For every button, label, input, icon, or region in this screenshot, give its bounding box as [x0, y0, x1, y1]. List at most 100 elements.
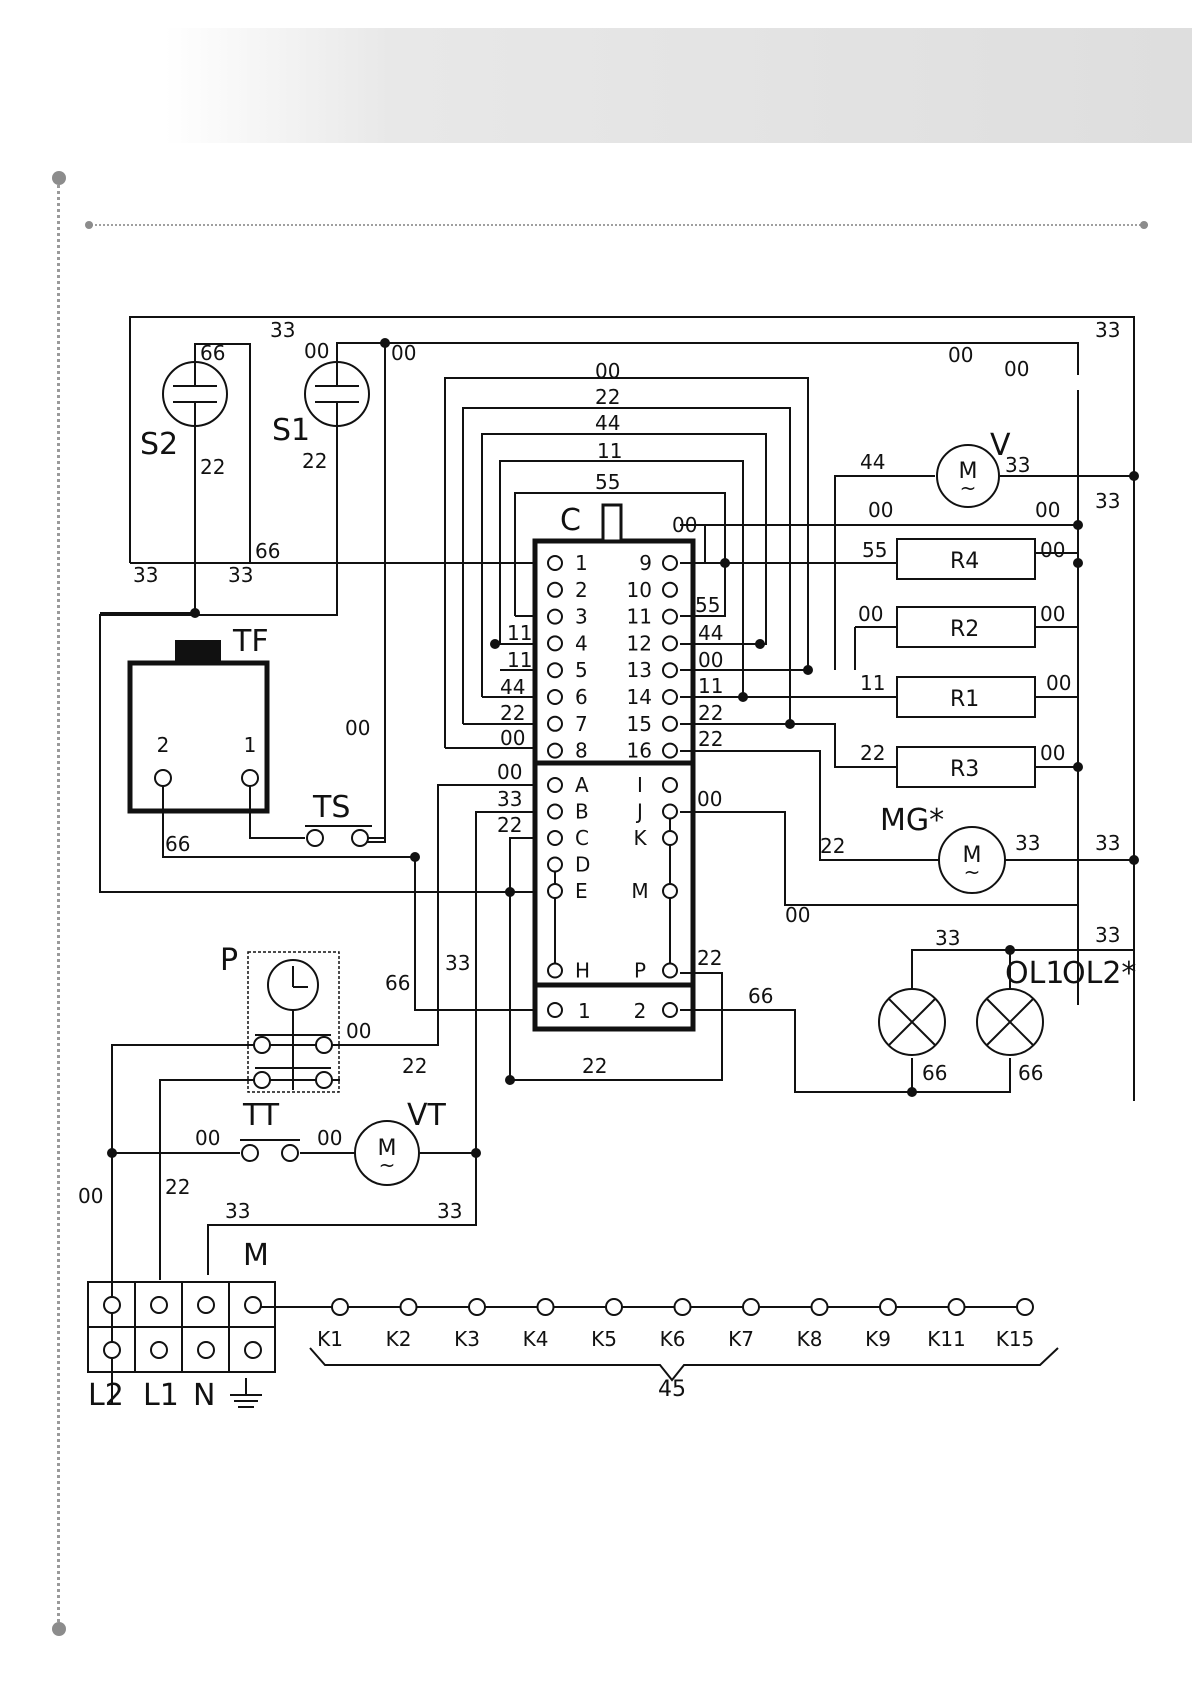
controller-pin-terminal: [662, 1002, 678, 1018]
controller-pin-label: 10: [627, 578, 652, 602]
wire-code: 00: [948, 343, 973, 367]
motor-symbols: M M M: [378, 459, 982, 1161]
rail-dot-top: [52, 171, 66, 185]
controller-pin-label: 6: [575, 685, 588, 709]
timer-p: [247, 951, 340, 1093]
controller-pin-terminal: [662, 830, 678, 846]
controller-pin-label: 1: [575, 551, 588, 575]
wire-code: 00: [858, 602, 883, 626]
lamp-ol1: [878, 988, 946, 1056]
label-r1: R1: [950, 687, 979, 712]
switch-ts: [305, 825, 385, 847]
label-r4: R4: [950, 549, 979, 574]
motor-mg: [938, 826, 1006, 894]
k-contact-label: K5: [591, 1327, 617, 1351]
k-contact-terminal: [399, 1298, 418, 1316]
wire-code: 00: [195, 1126, 220, 1150]
wire-code: 44: [500, 675, 525, 699]
rule-dot-left: [85, 221, 93, 229]
wire-code: 66: [165, 832, 190, 856]
terminal-labels: L2 L1 N: [88, 1378, 215, 1413]
wire-code: 22: [860, 741, 885, 765]
header-band: [165, 28, 1192, 143]
wire-code: 33: [445, 951, 470, 975]
wire-code: 00: [317, 1126, 342, 1150]
label-tt: TT: [242, 1098, 280, 1133]
controller-pin-label: D: [575, 853, 590, 877]
wire-code: 22: [165, 1175, 190, 1199]
label-n: N: [193, 1378, 215, 1413]
section-rule: [88, 224, 1148, 226]
wire-code: 55: [695, 593, 720, 617]
controller-pin-terminal: [547, 830, 563, 846]
controller-pin-terminal: [547, 742, 563, 759]
sensor-s2: [162, 361, 228, 427]
wire-code: 22: [302, 449, 327, 473]
k-contact-label: K1: [317, 1327, 343, 1351]
controller-pin-terminal: [662, 689, 678, 705]
wire-code: 66: [200, 341, 225, 365]
controller-pin-label: 9: [639, 551, 652, 575]
wire-code: 00: [868, 498, 893, 522]
motor-symbol-v: M: [959, 459, 978, 484]
wire-code: 22: [820, 834, 845, 858]
sensor-s1: [304, 361, 370, 427]
label-s1: S1: [272, 413, 310, 448]
wire-code: 22: [402, 1054, 427, 1078]
wire-code: 66: [748, 984, 773, 1008]
controller-pin-label: 16: [627, 739, 652, 763]
wire-code: 00: [304, 339, 329, 363]
controller-pin-terminal: [547, 555, 563, 571]
motor-symbol-mg: M: [963, 843, 982, 868]
controller-pin-terminal: [547, 803, 563, 820]
k-contact-label: K11: [927, 1327, 966, 1351]
label-s2: S2: [140, 427, 178, 462]
wire-code: 00: [1040, 538, 1065, 562]
k-contact-terminal: [673, 1298, 692, 1316]
wire-code: 66: [385, 971, 410, 995]
thermostat-tf: [127, 640, 270, 814]
wire-code: 11: [507, 621, 532, 645]
controller-pin-label: H: [575, 959, 590, 983]
controller-pin-label: J: [635, 800, 643, 824]
page-rail: [57, 178, 60, 1628]
label-v: V: [990, 428, 1011, 463]
wire-code: 33: [1095, 318, 1120, 342]
terminal-block-m: [87, 1281, 276, 1408]
k-contact-label: K9: [865, 1327, 891, 1351]
controller-pin-terminal: [662, 581, 678, 598]
k-contact-terminal: [468, 1298, 486, 1316]
controller-pin-label: 15: [627, 712, 652, 736]
controller-pin-label: 11: [627, 605, 652, 629]
junction-dots: [107, 338, 1139, 1158]
motor-symbol-vt: M: [378, 1136, 397, 1161]
controller-pin-terminal: [547, 777, 563, 793]
controller-pin-label: 8: [575, 739, 588, 763]
rail-dot-bottom: [52, 1622, 66, 1636]
wire-code: 11: [698, 674, 723, 698]
wire-code: 11: [597, 439, 622, 463]
controller-pin-label: 3: [575, 605, 588, 629]
controller-pin-label: 12: [627, 631, 652, 655]
label-c: C: [560, 503, 581, 538]
controller-pin-terminal: [547, 581, 563, 598]
controller-pin-label: 2: [575, 578, 588, 602]
controller-pin-terminal: [662, 715, 678, 732]
wire-code: 00: [672, 513, 697, 537]
controller-pin-label: 7: [575, 712, 588, 736]
wire-code: 33: [225, 1199, 250, 1223]
controller-pin-terminal: [547, 962, 563, 979]
resistor-labels: R4 R2 R1 R3: [950, 549, 979, 782]
wire-code: 00: [1040, 602, 1065, 626]
lamp-ol2: [976, 988, 1044, 1056]
wire-code: 33: [228, 563, 253, 587]
wire-code: 22: [698, 701, 723, 725]
label-m: M: [243, 1238, 269, 1273]
controller-pin-terminal: [662, 803, 678, 820]
wire-code: 22: [698, 727, 723, 751]
controller-pin-terminal: [662, 883, 678, 899]
k-contact-label: K4: [523, 1327, 549, 1351]
component-labels: S2 S1 TF TS C V MG* P TT VT M OL1 OL2*: [140, 413, 1136, 1273]
